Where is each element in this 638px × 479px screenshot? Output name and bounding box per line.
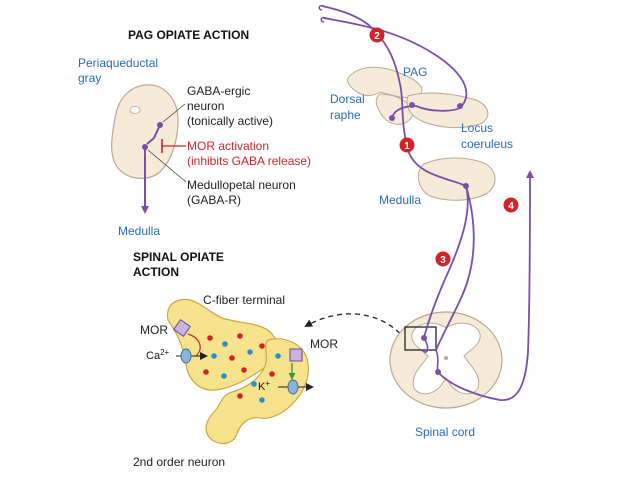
medulla-shape <box>417 157 496 201</box>
dorsal-raphe-line-2: raphe <box>330 108 361 122</box>
vesicle <box>247 349 253 355</box>
step-badge-number: 1 <box>404 141 410 152</box>
vesicle <box>241 367 247 373</box>
periaqueductal-gray-line-1: Periaqueductal <box>78 56 158 70</box>
mor-right-label: MOR <box>310 337 338 351</box>
spinal-cord-label: Spinal cord <box>415 425 475 439</box>
gaba-neuron-label: GABA-ergic neuron (tonically active) <box>187 84 273 128</box>
gaba-neuron-axon <box>146 124 161 145</box>
vesicle <box>221 373 227 379</box>
periaqueductal-gray-label: Periaqueductal gray <box>78 56 161 85</box>
vesicle <box>237 393 243 399</box>
raphe-neuron-soma <box>389 115 395 121</box>
zoom-dashed-arrow <box>304 313 407 341</box>
step-badge-1: 1 <box>399 137 415 153</box>
mor-left-label: MOR <box>140 323 168 337</box>
descending-pathway-2 <box>323 17 468 112</box>
vesicle <box>269 371 275 377</box>
vesicle <box>251 381 257 387</box>
gaba-neuron-pointer <box>162 103 186 123</box>
step-badge-number: 3 <box>440 255 446 266</box>
mor-activation-line-2: (inhibits GABA release) <box>187 154 311 168</box>
k-ion-label: K+ <box>258 379 270 393</box>
dorsal-raphe-shape <box>375 93 414 125</box>
pag-label: PAG <box>403 65 427 79</box>
mor-activation-label: MOR activation (inhibits GABA release) <box>187 139 311 168</box>
cord-projection-soma <box>435 369 441 375</box>
locus-coeruleus-label: Locus coeruleus <box>461 121 513 151</box>
medulla-to-cord <box>435 185 475 351</box>
dorsal-raphe-label: Dorsal raphe <box>330 92 368 122</box>
aqueduct <box>129 106 141 114</box>
step-badge-3: 3 <box>435 251 451 267</box>
c-fiber-terminal-label: C-fiber terminal <box>203 293 285 307</box>
step-badge-circle <box>399 137 415 153</box>
pag-section-title: PAG OPIATE ACTION <box>128 28 249 42</box>
medullopetal-line-2: (GABA-R) <box>187 193 241 207</box>
mor-activation-line-1: MOR activation <box>187 139 269 153</box>
vesicle <box>203 369 209 375</box>
k-ion-symbol: K <box>258 381 266 393</box>
step-badge-circle <box>503 197 519 213</box>
afferent-ending-2 <box>320 16 327 23</box>
pag-neuron-soma <box>409 102 415 108</box>
ca-channel <box>180 348 192 364</box>
second-order-neuron <box>205 338 309 445</box>
step-badge-number: 2 <box>374 31 380 42</box>
step-badge-circle <box>435 251 451 267</box>
vesicle <box>229 355 235 361</box>
spinal-cord-section <box>389 311 503 409</box>
pag-tissue <box>111 84 179 179</box>
gaba-neuron-line-3: (tonically active) <box>187 114 273 128</box>
k-channel <box>287 379 299 395</box>
medullopetal-pointer <box>147 149 187 183</box>
spinal-title-line-1: SPINAL OPIATE <box>133 250 224 264</box>
step-badge-4: 4 <box>503 197 519 213</box>
mor-inhibit-arrow <box>187 333 201 357</box>
dorsal-raphe-line-1: Dorsal <box>330 92 365 106</box>
periaqueductal-gray-line-2: gray <box>78 71 101 85</box>
central-canal <box>444 356 448 360</box>
vesicle <box>222 341 228 347</box>
ca-ion-label: Ca2+ <box>146 348 170 362</box>
step-badge-number: 4 <box>508 201 514 212</box>
spinal-title-line-2: ACTION <box>133 265 179 279</box>
second-order-neuron-label: 2nd order neuron <box>133 455 225 469</box>
gaba-neuron-line-2: neuron <box>187 99 224 113</box>
locus-coeruleus-line-2: coeruleus <box>461 137 513 151</box>
k-ion-charge: + <box>265 379 270 388</box>
vesicle <box>259 343 265 349</box>
vesicle <box>275 353 281 359</box>
medullopetal-line-1: Medullopetal neuron <box>187 178 296 192</box>
zoom-box <box>404 326 437 351</box>
pag-medulla-label: Medulla <box>118 224 160 238</box>
ascending-pathway <box>437 170 534 401</box>
spinal-section-title: SPINAL OPIATE ACTION <box>133 250 227 279</box>
mor-receptor-presynaptic <box>172 318 192 338</box>
step-badge-circle <box>369 27 385 43</box>
medullopetal-label: Medullopetal neuron (GABA-R) <box>187 178 299 207</box>
vesicle <box>237 333 243 339</box>
step-badge-2: 2 <box>369 27 385 43</box>
pathway-medulla-label: Medulla <box>379 193 421 207</box>
c-fiber-terminal <box>166 298 278 391</box>
vesicle <box>211 353 217 359</box>
mor-receptor-postsynaptic <box>289 348 303 362</box>
locus-coeruleus-line-1: Locus <box>461 121 493 135</box>
ca-ion-symbol: Ca <box>146 350 161 362</box>
ca-ion-charge: 2+ <box>160 348 169 357</box>
medulla-neuron-soma <box>463 183 469 189</box>
locus-coeruleus-soma <box>457 103 463 109</box>
vesicle <box>207 335 213 341</box>
afferent-ending-1 <box>318 4 325 11</box>
gaba-neuron-line-1: GABA-ergic <box>187 84 250 98</box>
vesicles <box>203 333 281 403</box>
cord-neuron-soma <box>421 335 427 341</box>
vesicle <box>259 397 265 403</box>
